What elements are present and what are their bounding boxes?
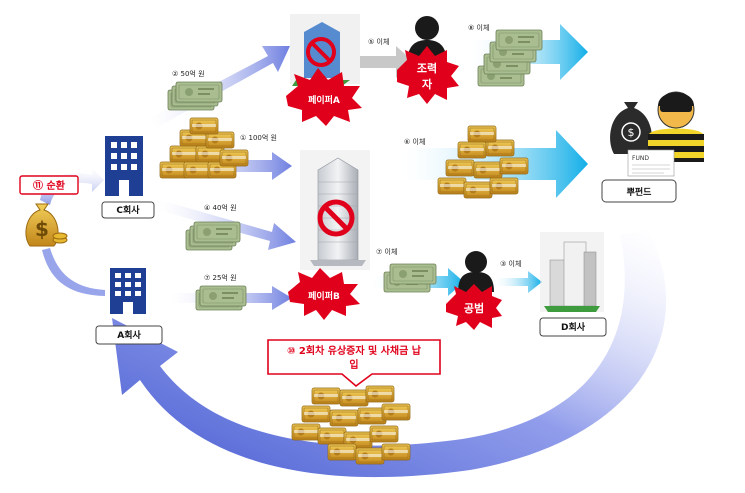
flow-label-2: ② 50억 원	[172, 69, 205, 78]
gold-money-pile-tower	[437, 125, 529, 199]
money-bundle-collaborator	[477, 29, 543, 87]
c-company-box: C회사	[101, 201, 155, 219]
note-line-2: 입	[349, 358, 358, 371]
arrow-accomplice-to-d	[494, 271, 542, 293]
money-bundle-4	[185, 221, 241, 251]
flow-label-7b: ⑦ 이체	[376, 247, 397, 256]
d-company-label: D회사	[561, 321, 586, 333]
flow-label-3: ③ 이체	[500, 259, 521, 268]
svg-text:$: $	[35, 217, 49, 241]
flow-label-5: ⑤ 이체	[368, 37, 389, 46]
paper-b-label: 페이퍼B	[308, 290, 340, 302]
paper-b-burst: 페이퍼B	[288, 268, 360, 320]
a-company-building-icon	[110, 268, 146, 314]
flow-label-4: ④ 40억 원	[204, 203, 237, 212]
c-company-label: C회사	[116, 204, 140, 216]
accomplice-label: 공범	[464, 301, 484, 315]
paper-a-burst: 페이퍼A	[286, 68, 362, 126]
d-company-building-icon	[540, 232, 604, 312]
flow-label-8: ⑧ 이체	[468, 23, 489, 32]
arrow-bag-to-a	[42, 248, 105, 296]
paper-a-building-icon	[290, 14, 360, 86]
no-entry-icon-b	[317, 199, 355, 237]
circulation-box: ⑪ 순환	[19, 175, 79, 195]
gold-money-pile-c	[159, 117, 249, 179]
note-line-1: ⑩ 2회차 유상증자 및 사채금 납	[287, 344, 422, 357]
c-company-building-icon	[105, 136, 143, 196]
arrow-bag-to-c	[40, 168, 104, 205]
accomplice-person-icon	[458, 251, 494, 292]
flow-label-1: ① 100억 원	[240, 133, 277, 142]
money-bundle-7	[195, 285, 247, 311]
money-bag-icon: $	[25, 203, 68, 247]
a-company-label: A회사	[117, 329, 141, 341]
fund-box: 뿌펀드	[601, 179, 677, 203]
fund-bag-text: FUND	[632, 155, 649, 162]
note-callout: ⑩ 2회차 유상증자 및 사채금 납 입	[267, 339, 441, 388]
collaborator-label-2: 자	[422, 77, 433, 91]
flow-label-6: ⑥ 이체	[404, 137, 425, 146]
paper-a-label: 페이퍼A	[308, 94, 340, 106]
svg-text:$: $	[628, 126, 635, 139]
fund-document-icon: FUND	[627, 149, 675, 177]
collaborator-label-1: 조력	[417, 62, 437, 75]
no-entry-icon	[306, 37, 336, 67]
a-company-box: A회사	[95, 325, 163, 345]
skyscraper-icon	[300, 150, 370, 270]
fund-money-bag-icon: $	[610, 102, 652, 154]
d-company-box: D회사	[539, 317, 607, 337]
circulation-label: ⑪ 순환	[33, 179, 66, 192]
accomplice-burst: 공범	[446, 284, 502, 330]
money-bundle-paper-b	[383, 263, 437, 293]
money-bundle-2	[167, 81, 223, 111]
collaborator-burst: 조력 자	[397, 46, 459, 104]
flow-label-7: ⑦ 25억 원	[204, 273, 237, 282]
fund-label: 뿌펀드	[627, 186, 653, 198]
